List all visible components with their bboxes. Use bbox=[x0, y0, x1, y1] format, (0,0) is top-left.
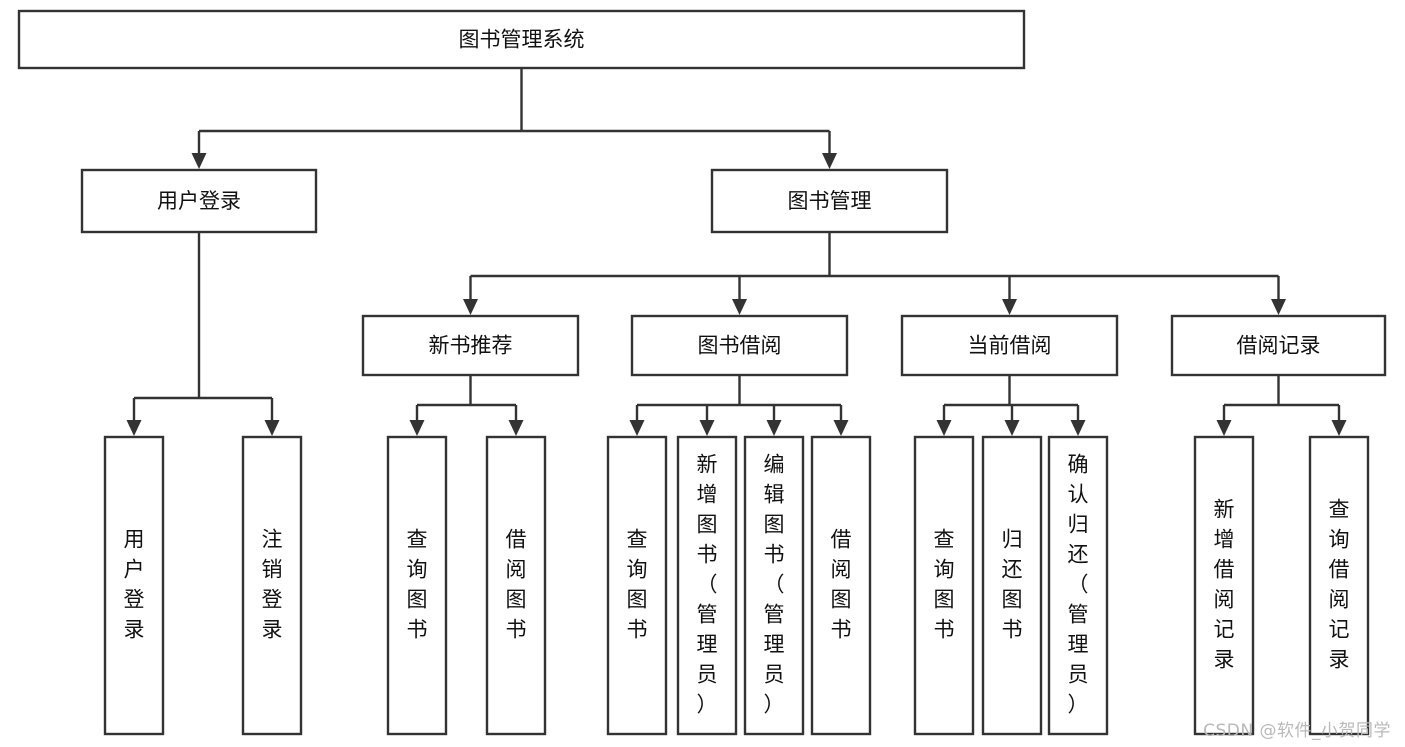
node-label: 确认归还（管理员） bbox=[1068, 453, 1089, 717]
node-label: 新增图书（管理员） bbox=[697, 453, 718, 717]
node-label: 图书管理系统 bbox=[459, 28, 585, 52]
node-label: 新书推荐 bbox=[429, 334, 513, 358]
node-box[interactable] bbox=[241, 435, 303, 736]
arrow-head-icon bbox=[126, 420, 142, 436]
node-book-borrow[interactable]: 图书借阅 bbox=[630, 314, 849, 377]
node-box[interactable] bbox=[710, 168, 949, 234]
nodes-layer: 图书管理系统用户登录图书管理新书推荐图书借阅当前借阅借阅记录用户登录注销登录查询… bbox=[17, 9, 1387, 736]
node-box[interactable] bbox=[386, 435, 448, 736]
arrow-head-icon bbox=[1002, 299, 1017, 315]
arrow-head-icon bbox=[1331, 420, 1347, 436]
node-box[interactable] bbox=[1308, 435, 1370, 736]
arrow-head-icon bbox=[936, 420, 952, 436]
node-box[interactable] bbox=[913, 435, 975, 736]
arrow-head-icon bbox=[732, 299, 747, 315]
node-root[interactable]: 图书管理系统 bbox=[17, 9, 1026, 70]
node-new-book-recommend[interactable]: 新书推荐 bbox=[361, 314, 580, 377]
node-box[interactable] bbox=[103, 435, 165, 736]
arrow-head-icon bbox=[1070, 420, 1086, 436]
node-box[interactable] bbox=[676, 435, 738, 736]
node-box[interactable] bbox=[900, 314, 1119, 377]
node-label: 借阅图书 bbox=[831, 528, 852, 642]
node-book-manage[interactable]: 图书管理 bbox=[710, 168, 949, 234]
node-label: 归还图书 bbox=[1002, 528, 1023, 642]
node-leaf-add-book[interactable]: 新增图书（管理员） bbox=[676, 435, 738, 736]
node-box[interactable] bbox=[981, 435, 1043, 736]
node-label: 借阅图书 bbox=[506, 528, 527, 642]
node-label: 查询图书 bbox=[934, 528, 955, 642]
node-label: 图书管理 bbox=[788, 189, 872, 213]
arrow-head-icon bbox=[629, 420, 645, 436]
node-label: 注销登录 bbox=[262, 528, 283, 642]
arrow-head-icon bbox=[409, 420, 425, 436]
node-label: 图书借阅 bbox=[698, 334, 782, 358]
arrow-head-icon bbox=[766, 420, 782, 436]
node-leaf-add-record[interactable]: 新增借阅记录 bbox=[1193, 435, 1255, 736]
arrow-head-icon bbox=[833, 420, 849, 436]
arrow-head-icon bbox=[1004, 420, 1020, 436]
node-box[interactable] bbox=[361, 314, 580, 377]
csdn-watermark: CSDN @软件_小贺同学 bbox=[1203, 721, 1391, 741]
node-leaf-borrow-book-2[interactable]: 借阅图书 bbox=[810, 435, 872, 736]
node-box[interactable] bbox=[630, 314, 849, 377]
node-leaf-edit-book[interactable]: 编辑图书（管理员） bbox=[743, 435, 805, 736]
node-borrow-record[interactable]: 借阅记录 bbox=[1170, 314, 1387, 377]
node-label: 查询图书 bbox=[627, 528, 648, 642]
node-box[interactable] bbox=[743, 435, 805, 736]
node-box[interactable] bbox=[606, 435, 668, 736]
node-box[interactable] bbox=[1193, 435, 1255, 736]
node-box[interactable] bbox=[485, 435, 547, 736]
node-current-borrow[interactable]: 当前借阅 bbox=[900, 314, 1119, 377]
node-label: 借阅记录 bbox=[1237, 334, 1321, 358]
node-label: 查询借阅记录 bbox=[1329, 498, 1350, 672]
node-leaf-query-book-2[interactable]: 查询图书 bbox=[606, 435, 668, 736]
node-label: 新增借阅记录 bbox=[1214, 498, 1235, 672]
edges-layer bbox=[126, 68, 1347, 436]
arrow-head-icon bbox=[264, 420, 280, 436]
arrow-head-icon bbox=[1216, 420, 1232, 436]
node-leaf-query-record[interactable]: 查询借阅记录 bbox=[1308, 435, 1370, 736]
arrow-head-icon bbox=[508, 420, 524, 436]
node-label: 用户登录 bbox=[124, 528, 145, 642]
arrow-head-icon bbox=[191, 153, 207, 169]
node-box[interactable] bbox=[1047, 435, 1109, 736]
node-leaf-borrow-book-1[interactable]: 借阅图书 bbox=[485, 435, 547, 736]
node-leaf-confirm-return[interactable]: 确认归还（管理员） bbox=[1047, 435, 1109, 736]
arrow-head-icon bbox=[463, 299, 478, 315]
node-leaf-logout-login[interactable]: 注销登录 bbox=[241, 435, 303, 736]
node-leaf-user-login[interactable]: 用户登录 bbox=[103, 435, 165, 736]
node-label: 用户登录 bbox=[157, 189, 241, 213]
node-label: 编辑图书（管理员） bbox=[764, 453, 785, 717]
node-box[interactable] bbox=[1170, 314, 1387, 377]
node-box[interactable] bbox=[80, 168, 318, 234]
node-label: 查询图书 bbox=[407, 528, 428, 642]
node-leaf-query-book-3[interactable]: 查询图书 bbox=[913, 435, 975, 736]
node-leaf-return-book[interactable]: 归还图书 bbox=[981, 435, 1043, 736]
node-box[interactable] bbox=[17, 9, 1026, 70]
arrow-head-icon bbox=[699, 420, 715, 436]
node-box[interactable] bbox=[810, 435, 872, 736]
arrow-head-icon bbox=[1271, 299, 1286, 315]
node-leaf-query-book-1[interactable]: 查询图书 bbox=[386, 435, 448, 736]
node-label: 当前借阅 bbox=[968, 334, 1052, 358]
arrow-head-icon bbox=[822, 153, 837, 169]
node-user-login[interactable]: 用户登录 bbox=[80, 168, 318, 234]
